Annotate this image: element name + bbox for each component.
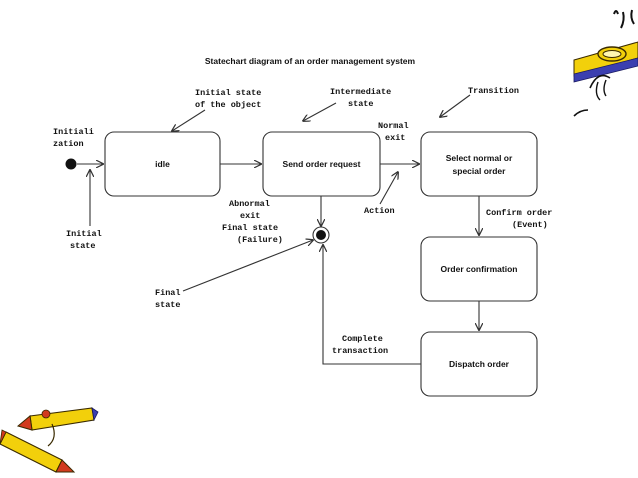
label-initial-state-2: state [70,241,96,251]
label-intermediate-state-2: state [348,99,374,109]
label-complete-transaction-1: Complete [342,334,383,344]
pointer-final-state [182,240,313,292]
label-final-state-failure-2: (Failure) [237,235,283,245]
state-idle-label: idle [155,159,170,169]
pencil-clipart-top-icon [573,9,638,117]
initial-state-node [65,158,77,170]
pencil-clipart-bottom-icon [0,407,99,473]
transition-dispatch-to-final [323,245,421,365]
state-dispatch-order: Dispatch order [420,331,538,397]
label-normal-exit-1: Normal [378,121,409,131]
label-action: Action [364,206,395,216]
state-dispatch-order-label: Dispatch order [449,359,510,369]
pointer-intermediate-state [303,102,337,121]
label-intermediate-state-1: Intermediate [330,87,391,97]
label-final-state-2: state [155,300,181,310]
label-initial-state-1: Initial [66,229,102,239]
label-initial-state-object-2: of the object [195,100,261,110]
label-normal-exit-2: exit [385,133,405,143]
state-select-order: Select normal or special order [420,131,538,197]
final-state-node [312,226,330,244]
label-confirm-order-2: (Event) [512,220,548,230]
pointer-action [379,172,398,205]
state-order-confirmation: Order confirmation [420,236,538,302]
label-final-state-1: Final [155,288,181,298]
pointer-initial-state-object [172,109,206,131]
label-initialization-1: Initiali [53,127,94,137]
state-select-order-label-2: special order [453,166,507,176]
diagram-title: Statechart diagram of an order managemen… [205,56,416,66]
label-transition: Transition [468,86,519,96]
label-initialization-2: zation [53,139,84,149]
label-initial-state-object-1: Initial state [195,88,261,98]
state-idle: idle [104,131,221,197]
state-send-order-label: Send order request [283,159,361,169]
label-confirm-order-1: Confirm order [486,208,552,218]
state-order-confirmation-label: Order confirmation [441,264,518,274]
label-complete-transaction-2: transaction [332,346,388,356]
label-abnormal-exit-1: Abnormal [229,199,270,209]
label-final-state-failure-1: Final state [222,223,278,233]
pointer-transition [440,94,471,117]
state-send-order-request: Send order request [262,131,381,197]
state-select-order-label-1: Select normal or [446,153,513,163]
label-abnormal-exit-2: exit [240,211,260,221]
